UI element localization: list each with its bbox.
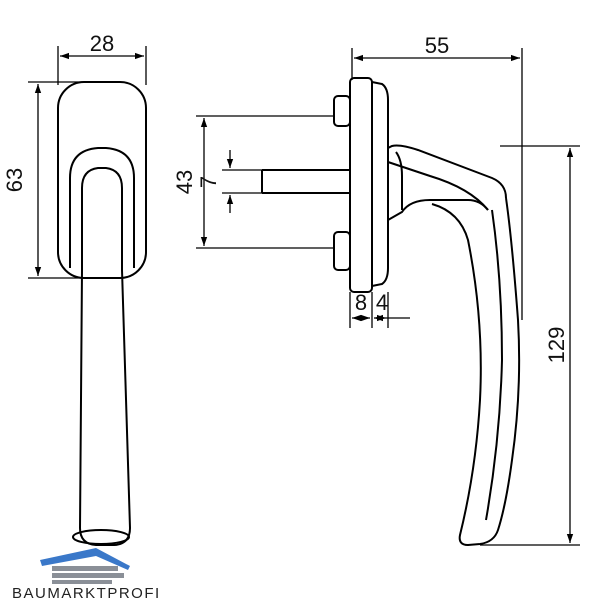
front-handle-tip	[72, 529, 130, 545]
side-view	[261, 77, 521, 547]
dim-plate-thickness: 4	[376, 290, 388, 315]
side-handle-lever	[431, 197, 521, 547]
dim-screw-spacing: 43	[172, 170, 197, 194]
side-rose-cover	[371, 81, 389, 287]
screw-upper	[333, 95, 351, 127]
logo-roof-icon	[40, 548, 130, 570]
dim-total-height: 129	[544, 327, 569, 364]
dim-front-width: 28	[90, 31, 114, 56]
front-view	[57, 81, 147, 546]
logo-bar-3	[52, 580, 112, 584]
side-rose-base	[349, 77, 373, 293]
logo-bar-2	[52, 573, 124, 578]
dim-spindle-size: 7	[196, 176, 221, 188]
side-dimensions	[196, 48, 580, 546]
screw-lower	[333, 231, 351, 271]
front-rose-plate	[57, 81, 147, 279]
dim-front-rose-height: 63	[2, 168, 27, 192]
logo-bar-1	[52, 566, 118, 571]
front-dimensions	[28, 46, 147, 279]
front-handle-neck-inner	[81, 167, 123, 270]
dim-side-depth: 55	[425, 33, 449, 58]
dim-rose-thickness: 8	[355, 290, 367, 315]
side-handle-neck	[387, 144, 507, 199]
logo-text: BAUMARKTPROFI	[12, 585, 161, 600]
baumarktprofi-logo: BAUMARKTPROFI	[12, 548, 161, 600]
front-handle-neck	[69, 147, 135, 268]
front-handle-shaft	[78, 269, 132, 546]
